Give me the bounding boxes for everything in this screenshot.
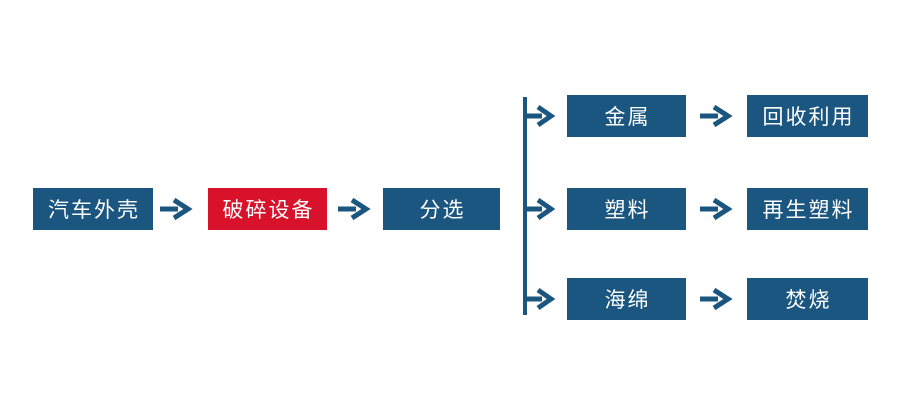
arrow-right-icon [527,287,555,311]
node-car-shell: 汽车外壳 [33,188,153,230]
node-recycled-plastic: 再生塑料 [747,188,868,230]
node-metal: 金属 [567,95,686,137]
branch-connector-line [523,97,527,315]
arrow-right-icon [699,197,733,221]
arrow-right-icon [527,197,555,221]
node-sponge: 海绵 [567,278,686,320]
node-crusher: 破碎设备 [208,188,327,230]
arrow-right-icon [337,197,371,221]
arrow-right-icon [159,197,193,221]
arrow-right-icon [699,287,733,311]
node-sorting: 分选 [383,188,500,230]
arrow-right-icon [699,104,733,128]
arrow-right-icon [527,104,555,128]
node-recycle-reuse: 回收利用 [747,95,868,137]
node-incineration: 焚烧 [747,278,868,320]
node-plastic: 塑料 [567,188,686,230]
